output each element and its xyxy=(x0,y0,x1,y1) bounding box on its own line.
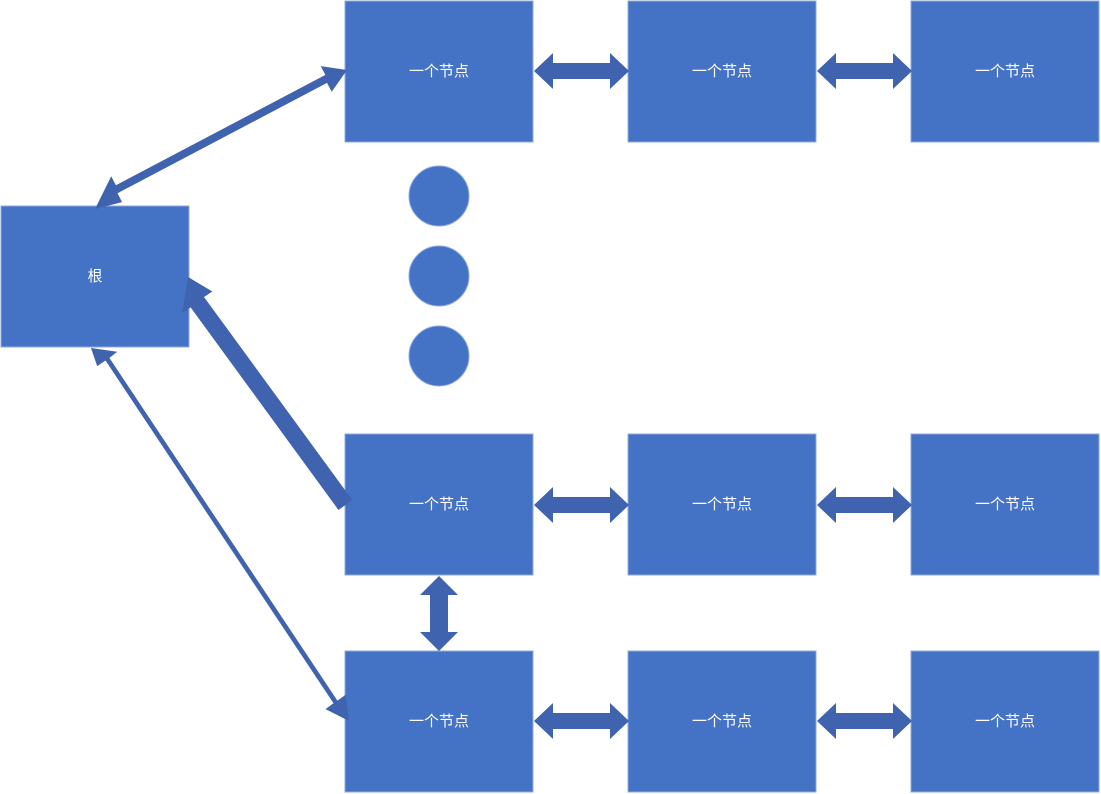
double-arrow-row-2-a xyxy=(534,487,629,523)
root-node: 根 xyxy=(0,205,190,348)
double-arrow-row-3-a xyxy=(534,703,629,739)
row-1-node-1: 一个节点 xyxy=(344,0,534,143)
double-arrow-root-to-row-1 xyxy=(95,66,347,209)
row-2-node-1: 一个节点 xyxy=(344,433,534,576)
row-3-node-1: 一个节点 xyxy=(344,650,534,793)
double-arrow-vertical xyxy=(420,576,458,651)
row-1-node-3-label: 一个节点 xyxy=(975,62,1035,80)
double-arrow-root-to-row-3 xyxy=(91,348,349,721)
row-3-node-2-label: 一个节点 xyxy=(692,712,752,730)
row-3-node-1-label: 一个节点 xyxy=(409,712,469,730)
row-3: 一个节点 一个节点 一个节点 xyxy=(344,650,1100,793)
double-arrow-row-1-a xyxy=(534,53,629,89)
root-node-label: 根 xyxy=(87,267,102,285)
row-1-node-1-label: 一个节点 xyxy=(409,62,469,80)
row-1-node-3: 一个节点 xyxy=(910,0,1100,143)
ellipsis-dot-3 xyxy=(408,325,470,387)
row-3-node-2: 一个节点 xyxy=(627,650,817,793)
row-3-node-3: 一个节点 xyxy=(910,650,1100,793)
row-3-node-3-label: 一个节点 xyxy=(975,712,1035,730)
ellipsis-dots xyxy=(408,165,470,387)
row-1-node-2-label: 一个节点 xyxy=(692,62,752,80)
row-2-node-2: 一个节点 xyxy=(627,433,817,576)
row-2-node-3-label: 一个节点 xyxy=(975,495,1035,513)
row-2: 一个节点 一个节点 一个节点 xyxy=(344,433,1100,576)
double-arrow-row-2-b xyxy=(817,487,912,523)
row-1: 一个节点 一个节点 一个节点 xyxy=(344,0,1100,143)
ellipsis-dot-2 xyxy=(408,245,470,307)
row-1-node-2: 一个节点 xyxy=(627,0,817,143)
row-2-node-1-label: 一个节点 xyxy=(409,495,469,513)
row-2-node-3: 一个节点 xyxy=(910,433,1100,576)
arrow-row-2-to-root xyxy=(182,277,353,510)
double-arrow-row-3-b xyxy=(817,703,912,739)
row-2-node-2-label: 一个节点 xyxy=(692,495,752,513)
double-arrow-row-1-b xyxy=(817,53,912,89)
ellipsis-dot-1 xyxy=(408,165,470,227)
